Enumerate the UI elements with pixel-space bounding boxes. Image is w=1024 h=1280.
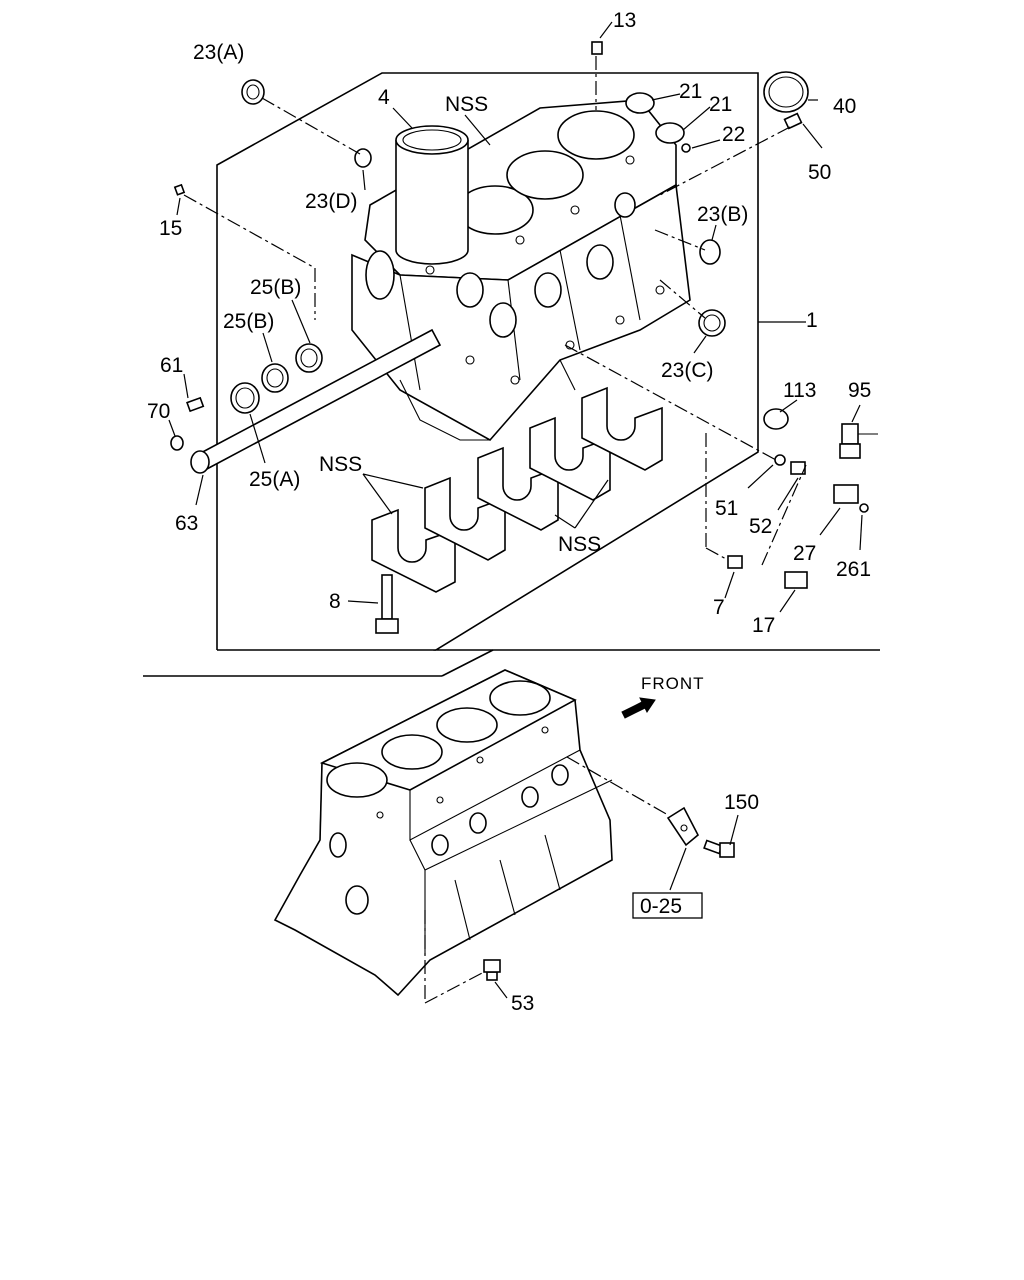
callout-22[interactable]: 22 (722, 123, 745, 146)
callout-17[interactable]: 17 (752, 614, 775, 637)
seals-and-plugs (241, 71, 809, 337)
cylinder-block-upper (351, 99, 691, 442)
bolt-8 (375, 574, 399, 634)
callout-25b-lower[interactable]: 25(B) (223, 310, 274, 333)
callout-leaders-upper (168, 21, 863, 613)
callout-50[interactable]: 50 (808, 161, 831, 184)
callout-8[interactable]: 8 (329, 590, 341, 613)
callout-61[interactable]: 61 (160, 354, 183, 377)
callout-150[interactable]: 150 (724, 791, 759, 814)
callout-leaders-lower (424, 756, 739, 1004)
callout-52[interactable]: 52 (749, 515, 772, 538)
reference-box-label: 0-25 (640, 895, 682, 918)
callout-25b-upper[interactable]: 25(B) (250, 276, 301, 299)
callout-nss-left[interactable]: NSS (319, 453, 362, 476)
callout-23d[interactable]: 23(D) (305, 190, 358, 213)
callout-53[interactable]: 53 (511, 992, 534, 1015)
small-parts-left (170, 41, 603, 451)
bushings-25 (230, 343, 323, 414)
explode-lines (183, 56, 807, 566)
exploded-view-frame (143, 72, 880, 677)
front-label: FRONT (641, 674, 705, 693)
callout-95[interactable]: 95 (848, 379, 871, 402)
callout-51[interactable]: 51 (715, 497, 738, 520)
main-bearing-caps (371, 386, 663, 593)
callout-nss-top[interactable]: NSS (445, 93, 488, 116)
cylinder-liner (395, 125, 469, 265)
callout-21b[interactable]: 21 (709, 93, 732, 116)
callout-27[interactable]: 27 (793, 542, 816, 565)
lower-fittings (483, 806, 735, 981)
callout-261[interactable]: 261 (836, 558, 871, 581)
callout-7[interactable]: 7 (713, 596, 725, 619)
callout-63[interactable]: 63 (175, 512, 198, 535)
callout-70[interactable]: 70 (147, 400, 170, 423)
callout-23b[interactable]: 23(B) (697, 203, 748, 226)
callout-23a[interactable]: 23(A) (193, 41, 244, 64)
callout-25a[interactable]: 25(A) (249, 468, 300, 491)
sensor-group (727, 408, 878, 589)
callout-1[interactable]: 1 (806, 309, 818, 332)
callout-4[interactable]: 4 (378, 86, 390, 109)
callout-40[interactable]: 40 (833, 95, 856, 118)
callout-nss-bottom[interactable]: NSS (558, 533, 601, 556)
cylinder-block-assembled (273, 669, 613, 997)
callout-13[interactable]: 13 (613, 9, 636, 32)
front-arrow-icon (621, 697, 656, 719)
reference-box[interactable]: 0-25 (632, 892, 703, 919)
callout-23c[interactable]: 23(C) (661, 359, 714, 382)
callout-21a[interactable]: 21 (679, 80, 702, 103)
callout-labels: 13 23(A) 4 NSS 21 21 40 22 50 23(D) 15 2… (147, 9, 871, 1015)
callout-113[interactable]: 113 (783, 379, 816, 402)
callout-15[interactable]: 15 (159, 217, 182, 240)
tube-63 (190, 328, 442, 474)
